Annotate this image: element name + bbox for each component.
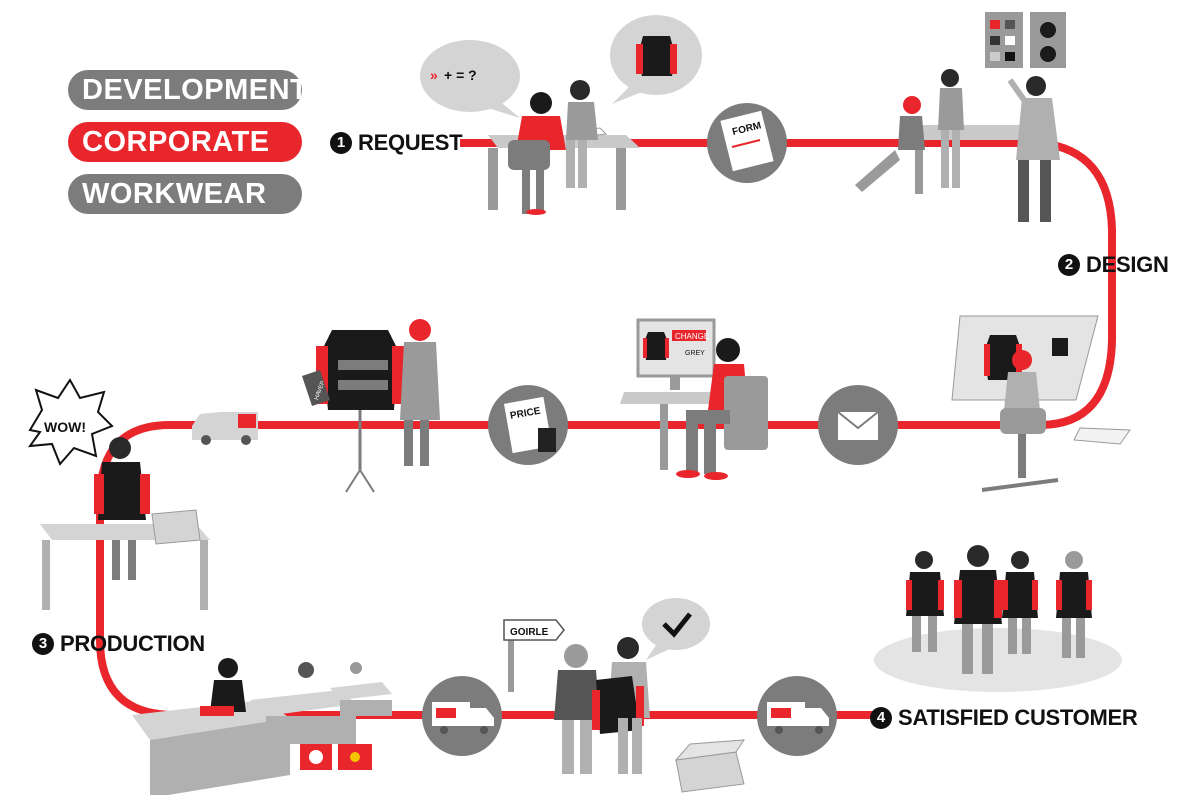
- change-label: CHANGE: [675, 332, 709, 341]
- customers-scene: [874, 545, 1122, 692]
- step-satisfied-number: 4: [870, 707, 892, 729]
- equation-text: + = ?: [444, 67, 477, 83]
- step-request: 1 REQUEST: [330, 130, 463, 156]
- wow-label: WOW!: [44, 419, 86, 435]
- legend-corporate: CORPORATE: [68, 122, 302, 162]
- mail-icon: [818, 385, 898, 465]
- signpost-label: GOIRLE: [510, 627, 549, 638]
- legend-development: DEVELOPMENT: [68, 70, 308, 110]
- price-label: PRICE: [509, 406, 541, 422]
- signpost: GOIRLE: [503, 619, 565, 692]
- step-request-number: 1: [330, 132, 352, 154]
- delivery-van: [192, 412, 258, 445]
- step-production-number: 3: [32, 633, 54, 655]
- computer-scene: CHANGE GREY: [620, 318, 768, 480]
- sewing-scene: [132, 658, 392, 795]
- handover-scene: [554, 598, 745, 793]
- svg-text:»: »: [430, 67, 438, 83]
- designer-scene: [951, 315, 1131, 492]
- step-design-number: 2: [1058, 254, 1080, 276]
- form-icon: FORM: [707, 103, 787, 183]
- wow-burst: WOW!: [27, 378, 114, 466]
- legend-workwear: WORKWEAR: [68, 174, 302, 214]
- process-flow-path: [96, 139, 1116, 719]
- step-design-label: DESIGN: [1086, 252, 1169, 277]
- step-design: 2 DESIGN: [1058, 252, 1169, 278]
- step-satisfied-label: SATISFIED CUSTOMER: [898, 705, 1138, 730]
- grey-label: GREY: [685, 350, 705, 357]
- step-production: 3 PRODUCTION: [32, 631, 205, 657]
- truck-icon-2: [757, 676, 837, 756]
- fitting-scene: HAVEP: [302, 319, 440, 493]
- request-scene: » + = ?: [420, 15, 702, 215]
- step-satisfied-customer: 4 SATISFIED CUSTOMER: [870, 705, 1138, 731]
- price-icon: PRICE: [488, 385, 568, 465]
- step-production-label: PRODUCTION: [60, 631, 205, 656]
- packing-scene: [40, 437, 210, 610]
- design-team-scene: [855, 12, 1066, 222]
- step-request-label: REQUEST: [358, 130, 463, 155]
- truck-icon-1: [422, 676, 502, 756]
